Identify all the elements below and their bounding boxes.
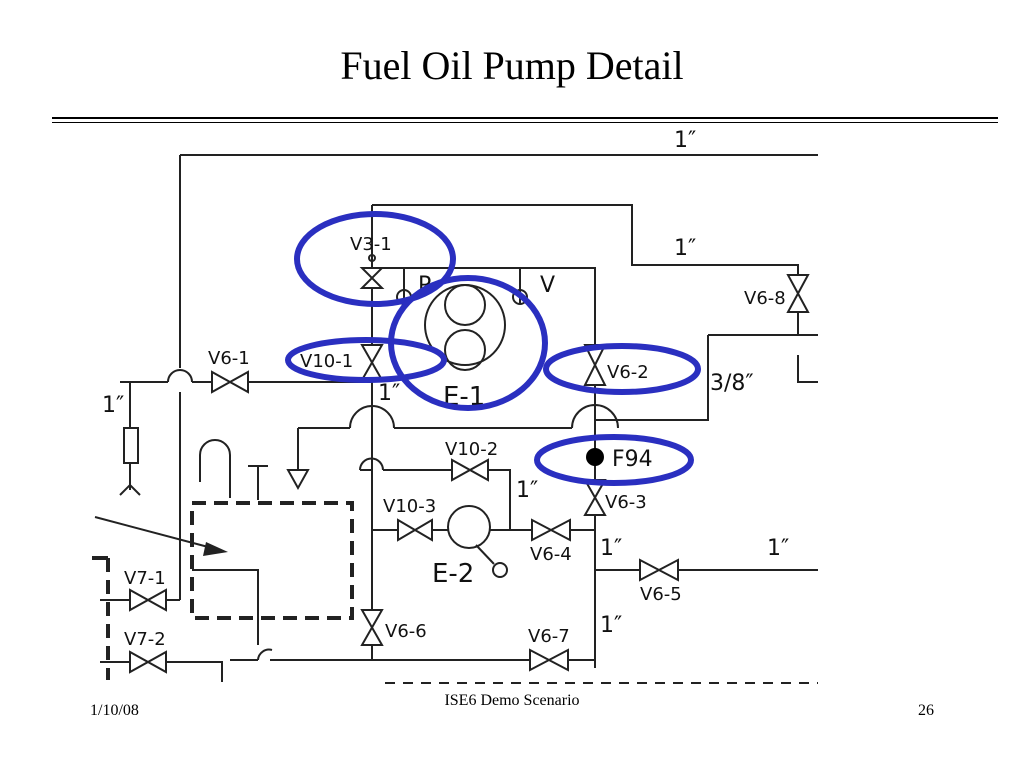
valve-v7-1: [129, 588, 167, 612]
svg-text:V6-2: V6-2: [607, 362, 649, 383]
svg-text:E-2: E-2: [432, 559, 474, 589]
svg-text:V6-7: V6-7: [528, 626, 570, 647]
svg-text:V6-8: V6-8: [744, 288, 786, 309]
svg-text:V10-2: V10-2: [445, 439, 498, 460]
valve-v6-8: [786, 274, 810, 313]
svg-text:1″: 1″: [600, 613, 622, 638]
pointer-arrow: [94, 516, 228, 556]
valve-v6-6: [360, 609, 384, 646]
footer-page-number: 26: [918, 702, 934, 719]
svg-text:V7-1: V7-1: [124, 568, 166, 589]
highlight-f94: [534, 434, 694, 486]
valve-v10-1: [360, 344, 384, 381]
highlight-v6-2: [543, 343, 701, 395]
svg-text:V6-1: V6-1: [208, 348, 250, 369]
svg-text:V10-3: V10-3: [383, 496, 436, 517]
pump-e1: [396, 268, 528, 371]
svg-text:1″: 1″: [516, 478, 538, 503]
svg-text:V3-1: V3-1: [350, 234, 392, 255]
svg-text:V7-2: V7-2: [124, 629, 166, 650]
schematic-labels: 1″ 1″ 1″ 1″ 1″ 1″ 1″ 1″ 3/8″ V3-1 P V V6…: [102, 128, 789, 650]
svg-text:1″: 1″: [378, 381, 400, 406]
highlight-annotations: [285, 211, 701, 486]
valve-v6-1: [211, 370, 249, 394]
footer-title: ISE6 Demo Scenario: [444, 692, 580, 709]
title-rule-top: [52, 117, 998, 119]
footer-date: 1/10/08: [90, 702, 139, 719]
slide-title: Fuel Oil Pump Detail: [340, 43, 684, 88]
highlight-v3-1: [294, 211, 456, 307]
flow-sensor-f94-dot: [586, 448, 604, 466]
svg-text:1″: 1″: [674, 236, 696, 261]
svg-text:V6-5: V6-5: [640, 584, 682, 605]
valve-v6-7: [529, 648, 569, 672]
svg-text:1″: 1″: [600, 536, 622, 561]
pipe-network: [100, 154, 818, 682]
svg-text:V6-6: V6-6: [385, 621, 427, 642]
valve-v7-2: [129, 650, 167, 674]
svg-text:V6-3: V6-3: [605, 492, 647, 513]
valve-v6-5: [639, 558, 679, 582]
title-rule-bottom: [52, 122, 998, 123]
highlight-e1: [388, 275, 548, 411]
dashed-boundaries: [92, 501, 818, 684]
svg-text:V10-1: V10-1: [300, 351, 353, 372]
svg-text:V6-4: V6-4: [530, 544, 572, 565]
valve-v10-2: [451, 458, 489, 482]
svg-text:1″: 1″: [102, 393, 124, 418]
relief-valve-stem: [368, 254, 376, 268]
valve-v6-4: [531, 518, 571, 542]
svg-text:F94: F94: [612, 447, 653, 472]
valve-v3-1: [359, 267, 385, 289]
svg-text:1″: 1″: [767, 536, 789, 561]
svg-text:V: V: [540, 273, 555, 298]
equipment-e2: [447, 505, 508, 578]
valve-v10-3: [397, 518, 433, 542]
valve-symbols: [129, 267, 810, 674]
highlight-v10-1: [285, 337, 447, 383]
svg-text:1″: 1″: [674, 128, 696, 153]
svg-text:3/8″: 3/8″: [710, 371, 754, 396]
